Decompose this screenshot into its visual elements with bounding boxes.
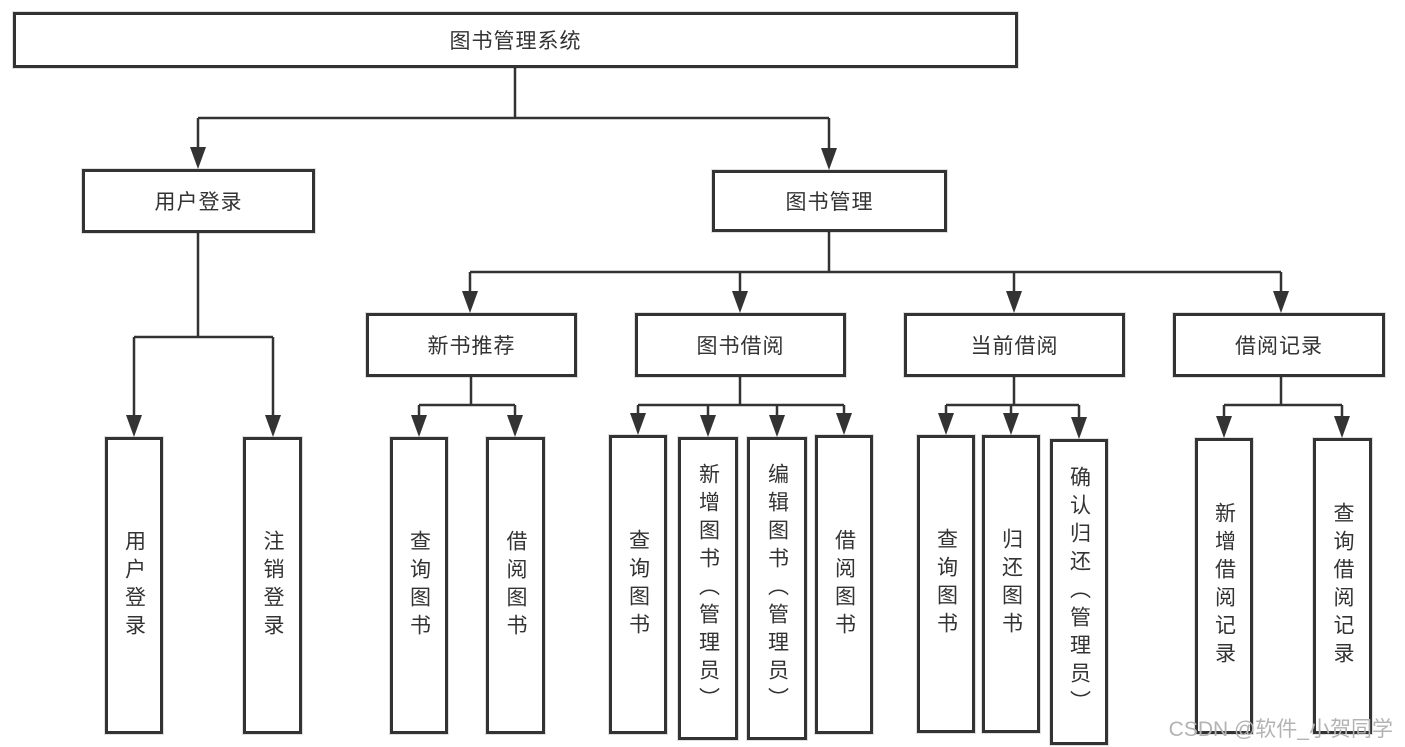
leaf-query-borrow-record: 查询借阅记录	[1313, 438, 1372, 734]
leaf-add-borrow-record: 新增借阅记录	[1195, 438, 1253, 734]
leaf-borrow-books-recommend: 借阅图书	[486, 437, 545, 734]
leaf-add-books-admin: 新增图书（管理员）	[678, 437, 738, 740]
leaf-user-login: 用户登录	[105, 437, 163, 734]
leaf-return-books: 归还图书	[982, 435, 1040, 733]
leaf-confirm-return-admin: 确认归还（管理员）	[1050, 439, 1108, 745]
node-user-login: 用户登录	[82, 169, 315, 233]
leaf-query-books-current: 查询图书	[917, 435, 975, 733]
leaf-edit-books-admin: 编辑图书（管理员）	[747, 437, 807, 740]
node-book-borrowing: 图书借阅	[635, 313, 846, 377]
arrowheads	[126, 147, 1350, 439]
node-library-management-system: 图书管理系统	[13, 12, 1018, 68]
leaf-borrow-books: 借阅图书	[815, 435, 873, 734]
csdn-watermark: CSDN @软件_小贺同学	[1168, 718, 1393, 741]
node-current-borrowing: 当前借阅	[904, 313, 1125, 377]
node-borrowing-records: 借阅记录	[1173, 313, 1385, 377]
leaf-logout: 注销登录	[243, 437, 302, 734]
leaf-query-books-borrow: 查询图书	[609, 435, 667, 734]
leaf-query-books-recommend: 查询图书	[390, 437, 448, 734]
node-book-management: 图书管理	[712, 170, 947, 232]
node-new-book-recommendation: 新书推荐	[366, 313, 577, 377]
